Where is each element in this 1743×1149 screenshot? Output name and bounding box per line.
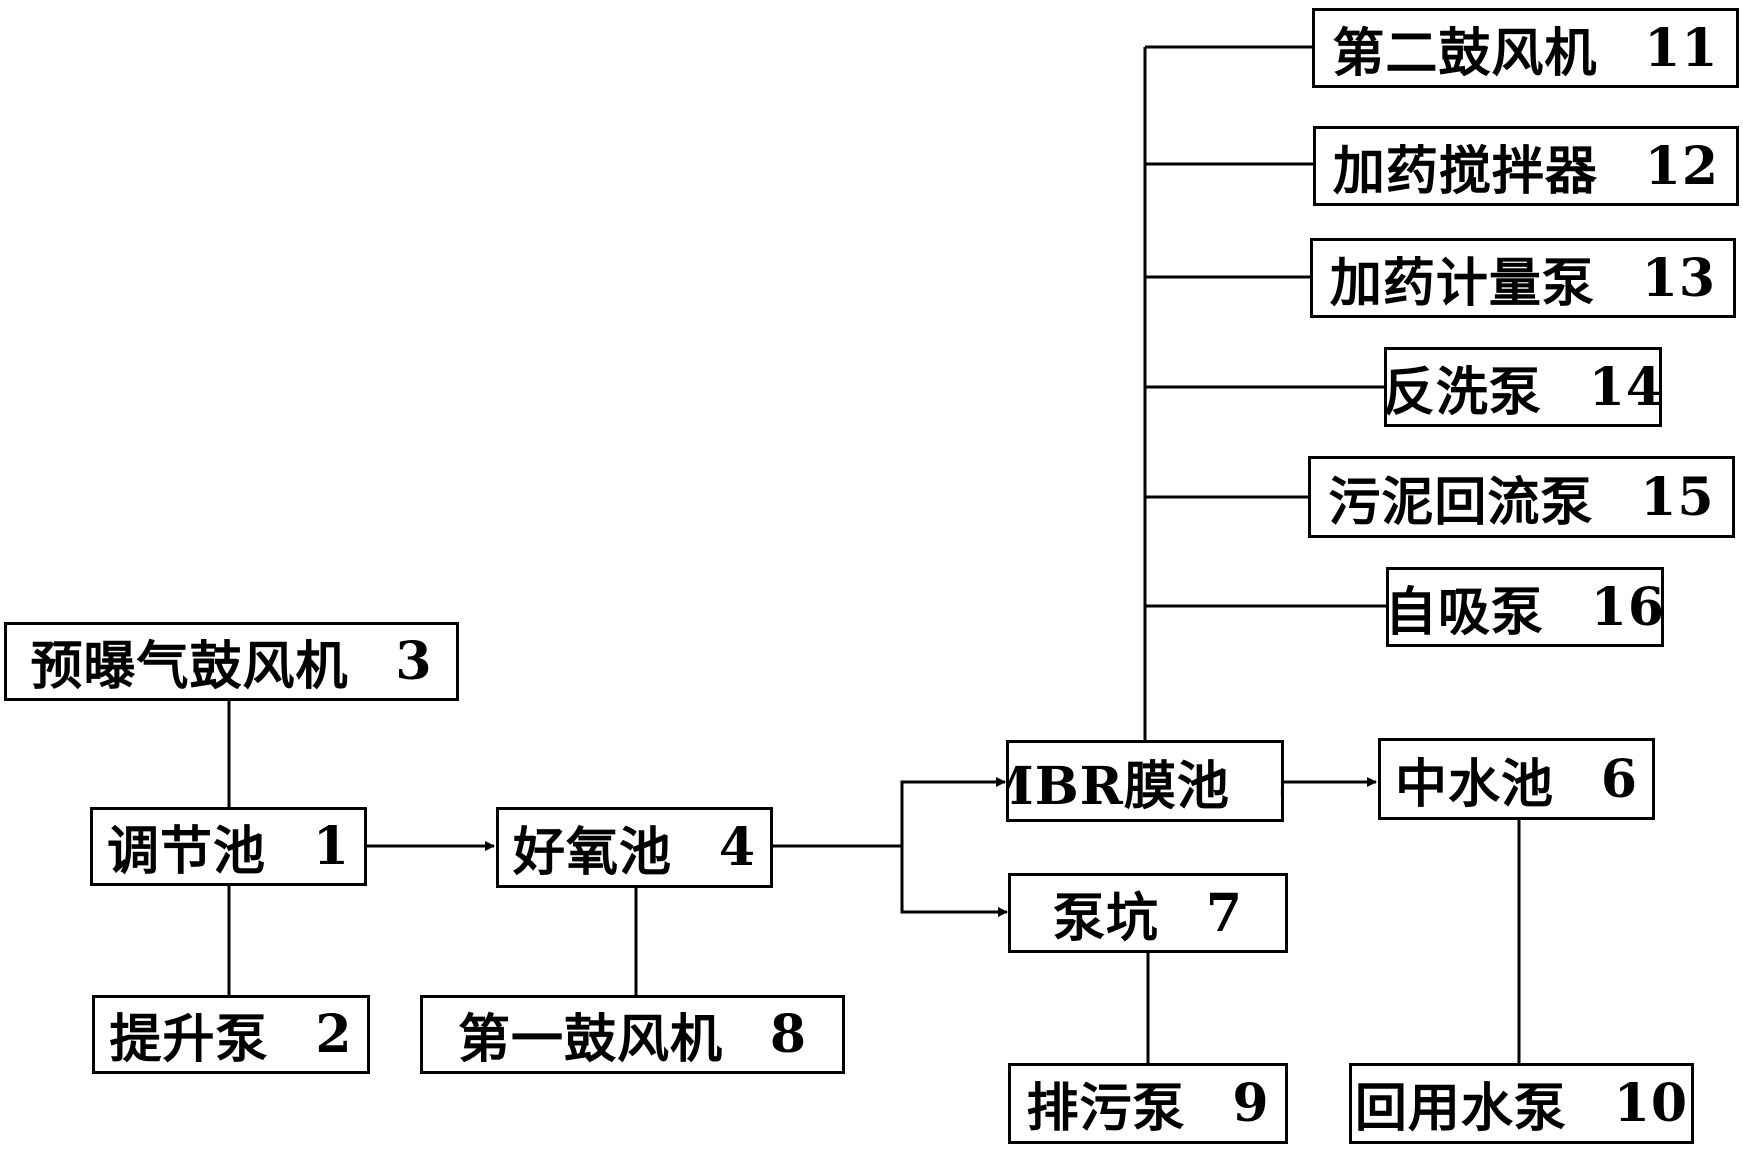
node-number: 13 — [1641, 247, 1717, 309]
node-number: 1 — [312, 816, 350, 877]
node-number: 9 — [1232, 1073, 1270, 1134]
node-n8: 第一鼓风机 8 — [420, 995, 845, 1074]
node-name: 预曝气鼓风机 — [30, 636, 349, 697]
node-n11: 第二鼓风机 11 — [1312, 8, 1739, 88]
node-name: 中水池 — [1395, 753, 1555, 815]
node-n13: 加药计量泵 13 — [1310, 238, 1736, 318]
node-n15: 污泥回流泵 15 — [1308, 456, 1735, 538]
node-n16: 自吸泵 16 — [1386, 567, 1664, 647]
node-name: 好氧池 — [513, 822, 673, 883]
node-name: 反洗泵 — [1384, 361, 1542, 423]
node-name: 调节池 — [107, 821, 267, 882]
node-name: 污泥回流泵 — [1328, 471, 1594, 533]
node-number: 8 — [769, 1004, 807, 1065]
node-name: MBR膜池 — [1009, 755, 1230, 817]
node-n9: 排污泵 9 — [1008, 1063, 1288, 1144]
node-n1: 调节池 1 — [90, 807, 367, 886]
node-number: 11 — [1644, 17, 1719, 79]
node-number: 7 — [1205, 882, 1243, 944]
node-n4: 好氧池 4 — [496, 807, 773, 888]
node-n5: MBR膜池 5 — [1006, 740, 1284, 822]
node-name: 加药计量泵 — [1329, 252, 1595, 314]
node-number: 5 — [1277, 751, 1281, 812]
node-number: 12 — [1644, 135, 1720, 197]
node-number: 6 — [1600, 748, 1638, 810]
node-name: 排污泵 — [1026, 1078, 1186, 1139]
node-n6: 中水池 6 — [1378, 738, 1655, 820]
node-name: 第二鼓风机 — [1332, 22, 1598, 84]
node-name: 加药搅拌器 — [1332, 140, 1598, 202]
node-name: 自吸泵 — [1386, 581, 1544, 643]
node-number: 10 — [1613, 1073, 1689, 1134]
node-number: 15 — [1640, 466, 1715, 528]
node-n14: 反洗泵 14 — [1384, 347, 1662, 427]
node-name: 提升泵 — [109, 1009, 269, 1070]
node-name: 泵坑 — [1053, 887, 1160, 949]
node-number: 2 — [315, 1004, 353, 1065]
node-number: 3 — [395, 631, 433, 692]
node-n2: 提升泵 2 — [92, 995, 370, 1074]
node-name: 第一鼓风机 — [458, 1009, 724, 1070]
edge-n4-n7 — [900, 846, 1008, 917]
edge-n4-n5 — [900, 777, 1006, 846]
node-n12: 加药搅拌器 12 — [1313, 126, 1739, 206]
node-name: 回用水泵 — [1354, 1078, 1567, 1139]
node-number: 16 — [1590, 576, 1664, 638]
node-number: 4 — [718, 817, 756, 878]
node-n3: 预曝气鼓风机 3 — [4, 622, 459, 701]
node-n10: 回用水泵 10 — [1349, 1063, 1694, 1144]
node-n7: 泵坑 7 — [1008, 873, 1288, 953]
node-number: 14 — [1588, 356, 1662, 418]
